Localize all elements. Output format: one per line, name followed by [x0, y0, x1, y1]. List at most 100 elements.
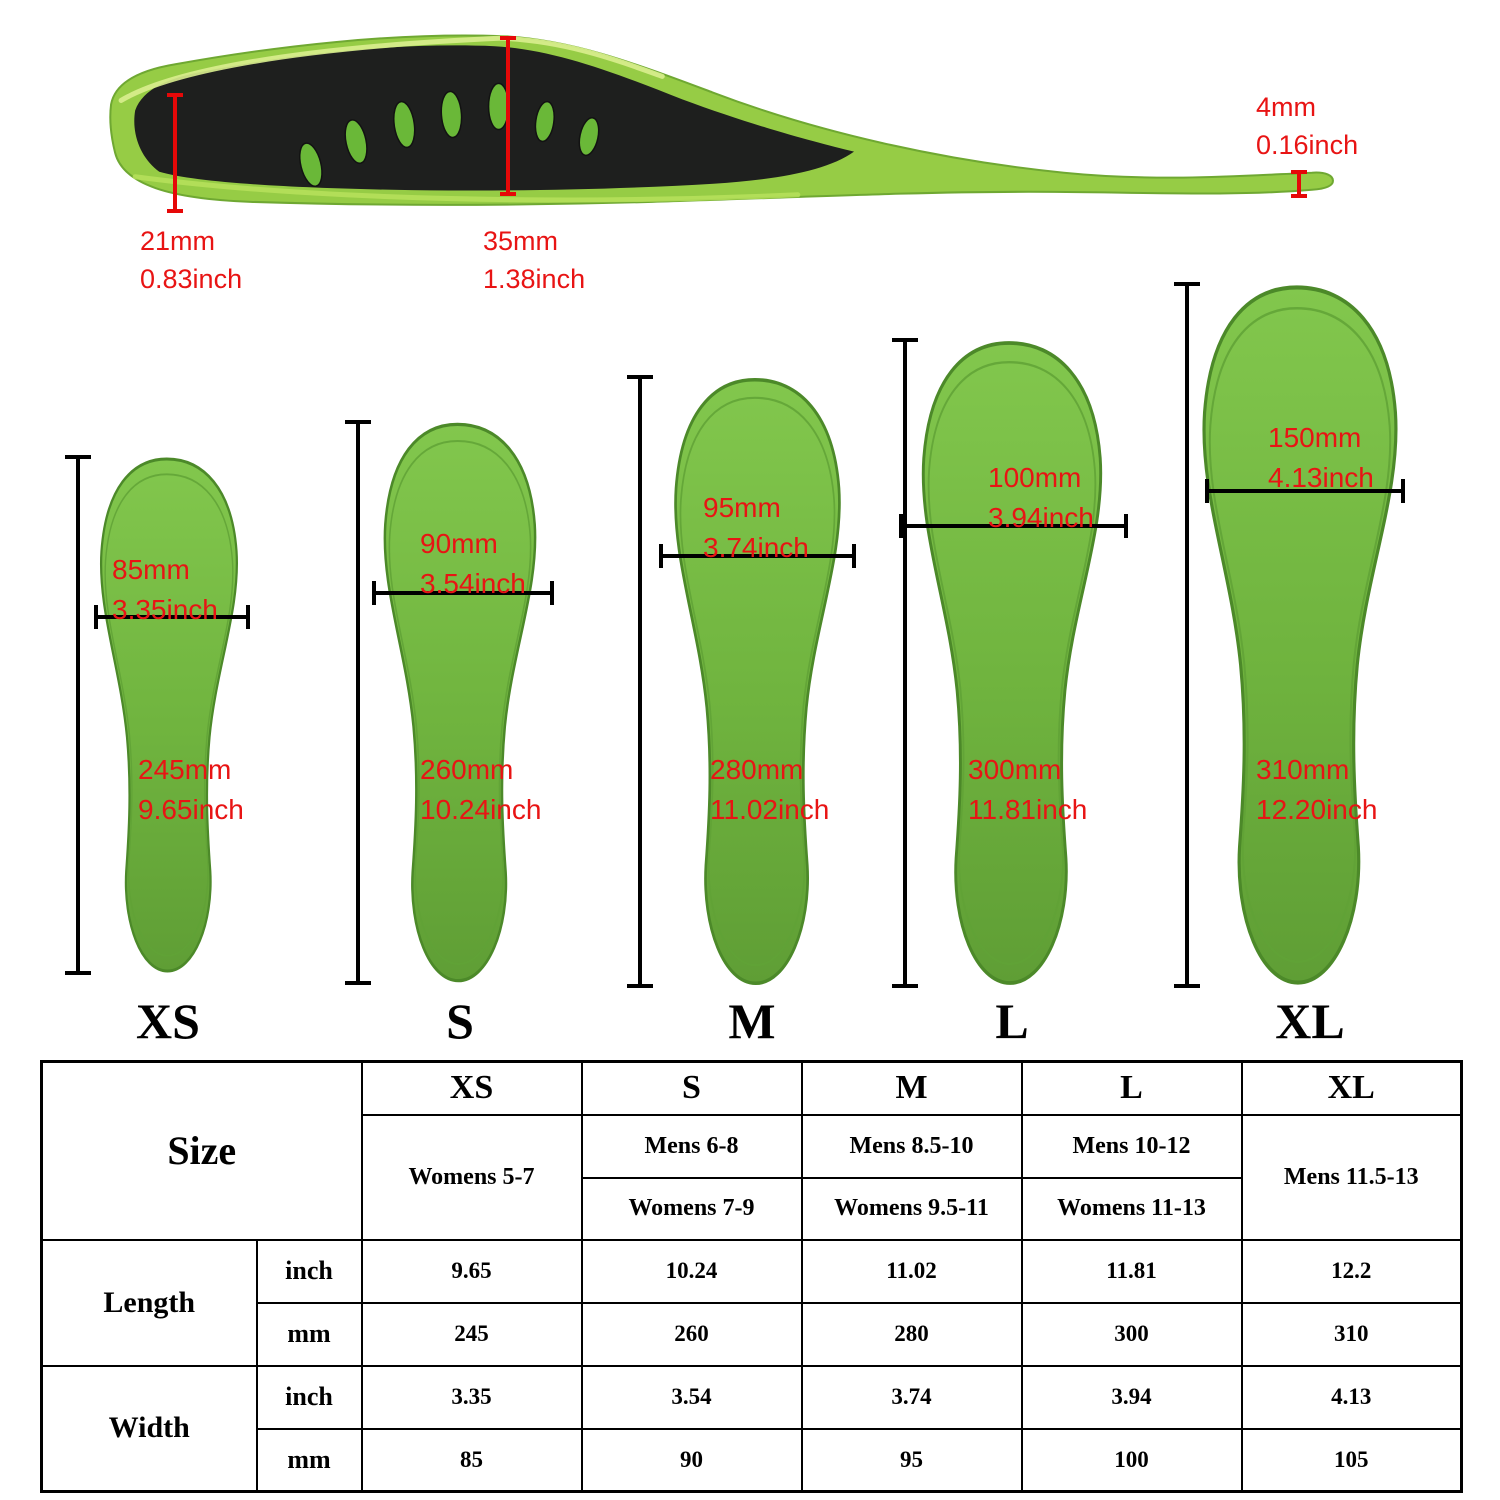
insole-top-s [383, 422, 537, 983]
length-line-s [356, 420, 360, 985]
fit-xl: Mens 11.5-13 [1240, 1113, 1463, 1241]
length-line-xl [1185, 282, 1189, 988]
size-letter-xs: XS [136, 993, 200, 1049]
width-line-m [659, 554, 856, 558]
heel-height-mm: 21mm [140, 226, 216, 256]
cell-width-mm-l: 100 [1020, 1427, 1243, 1493]
row-label-width: Width [40, 1364, 258, 1493]
unit-width-mm: mm [255, 1427, 363, 1493]
fit-s-womens: Womens 7-9 [580, 1176, 803, 1241]
insole-top-m [673, 377, 842, 986]
width-label-xl: 150mm 4.13inch [1268, 418, 1374, 498]
width-mm-l: 100mm [988, 462, 1082, 493]
cell-length-mm-s: 260 [580, 1301, 803, 1367]
arch-height-mm: 35mm [483, 226, 559, 256]
heel-height-inch: 0.83inch [140, 264, 243, 295]
unit-length-inch: inch [255, 1238, 363, 1304]
length-line-m [638, 375, 642, 988]
toe-height-label: 4mm 0.16inch [1256, 88, 1358, 165]
table-header-m: M [800, 1060, 1023, 1116]
cell-width-mm-m: 95 [800, 1427, 1023, 1493]
toe-height-mm: 4mm [1256, 92, 1316, 122]
width-mm-m: 95mm [703, 492, 781, 523]
length-line-l [903, 338, 907, 988]
table-header-l: L [1020, 1060, 1243, 1116]
side-view-vent-holes [299, 82, 600, 188]
width-line-l [899, 524, 1128, 528]
fit-l-womens: Womens 11-13 [1020, 1176, 1243, 1241]
length-inch-m: 11.02inch [710, 793, 830, 825]
cell-length-inch-xs: 9.65 [360, 1238, 583, 1304]
heel-height-line [173, 93, 177, 213]
length-mm-l: 300mm [968, 754, 1062, 785]
fit-l-mens: Mens 10-12 [1020, 1113, 1243, 1179]
insole-top-xl [1194, 282, 1406, 988]
table-corner-size: Size [40, 1060, 363, 1241]
insole-side-view-illustration [109, 34, 1334, 206]
size-letter-l: L [995, 993, 1029, 1049]
length-label-xs: 245mm 9.65inch [138, 750, 244, 830]
cell-width-inch-xs: 3.35 [360, 1364, 583, 1430]
cell-width-inch-s: 3.54 [580, 1364, 803, 1430]
cell-width-mm-xl: 105 [1240, 1427, 1463, 1493]
fit-xs: Womens 5-7 [360, 1113, 583, 1241]
length-inch-l: 11.81inch [968, 793, 1088, 825]
arch-height-inch: 1.38inch [483, 264, 586, 295]
toe-height-line [1297, 170, 1301, 198]
length-mm-xs: 245mm [138, 754, 232, 785]
width-mm-s: 90mm [420, 528, 498, 559]
cell-width-inch-xl: 4.13 [1240, 1364, 1463, 1430]
width-label-s: 90mm 3.54inch [420, 524, 526, 604]
width-inch-l: 3.94inch [988, 501, 1094, 533]
length-mm-xl: 310mm [1256, 754, 1350, 785]
unit-length-mm: mm [255, 1301, 363, 1367]
cell-width-inch-l: 3.94 [1020, 1364, 1243, 1430]
cell-length-mm-m: 280 [800, 1301, 1023, 1367]
width-inch-s: 3.54inch [420, 567, 526, 599]
cell-width-mm-s: 90 [580, 1427, 803, 1493]
length-line-xs [76, 455, 80, 975]
cell-length-inch-s: 10.24 [580, 1238, 803, 1304]
fit-s-mens: Mens 6-8 [580, 1113, 803, 1179]
arch-height-label: 35mm 1.38inch [483, 222, 585, 299]
size-letter-xl: XL [1275, 993, 1345, 1049]
cell-length-inch-xl: 12.2 [1240, 1238, 1463, 1304]
length-label-m: 280mm 11.02inch [710, 750, 829, 830]
length-label-xl: 310mm 12.20inch [1256, 750, 1377, 830]
length-inch-xl: 12.20inch [1256, 793, 1378, 825]
length-label-s: 260mm 10.24inch [420, 750, 541, 830]
side-view-top-highlight [118, 35, 665, 103]
size-letter-m: M [728, 993, 776, 1049]
cell-width-inch-m: 3.74 [800, 1364, 1023, 1430]
table-header-xs: XS [360, 1060, 583, 1116]
length-inch-s: 10.24inch [420, 793, 542, 825]
width-inch-xs: 3.35inch [112, 593, 218, 625]
cell-length-inch-l: 11.81 [1020, 1238, 1243, 1304]
length-mm-s: 260mm [420, 754, 514, 785]
width-label-l: 100mm 3.94inch [988, 458, 1094, 538]
insole-top-xs [99, 457, 239, 973]
cell-width-mm-xs: 85 [360, 1427, 583, 1493]
table-header-xl: XL [1240, 1060, 1463, 1116]
length-inch-xs: 9.65inch [138, 793, 244, 825]
fit-m-mens: Mens 8.5-10 [800, 1113, 1023, 1179]
cell-length-mm-xs: 245 [360, 1301, 583, 1367]
width-line-xs [94, 615, 250, 619]
unit-width-inch: inch [255, 1364, 363, 1430]
width-mm-xl: 150mm [1268, 422, 1362, 453]
row-label-length: Length [40, 1238, 258, 1367]
fit-m-womens: Womens 9.5-11 [800, 1176, 1023, 1241]
width-label-xs: 85mm 3.35inch [112, 550, 218, 630]
cell-length-mm-l: 300 [1020, 1301, 1243, 1367]
side-view-bottom-highlight [132, 174, 801, 203]
arch-height-line [506, 36, 510, 196]
table-header-s: S [580, 1060, 803, 1116]
width-line-xl [1205, 489, 1405, 493]
insole-top-l [921, 341, 1103, 985]
cell-length-inch-m: 11.02 [800, 1238, 1023, 1304]
heel-height-label: 21mm 0.83inch [140, 222, 242, 299]
toe-height-inch: 0.16inch [1256, 130, 1359, 161]
size-chart-table: Size XS S M L XL Womens 5-7 Mens 6-8 Men… [40, 1060, 1463, 1493]
length-label-l: 300mm 11.81inch [968, 750, 1087, 830]
